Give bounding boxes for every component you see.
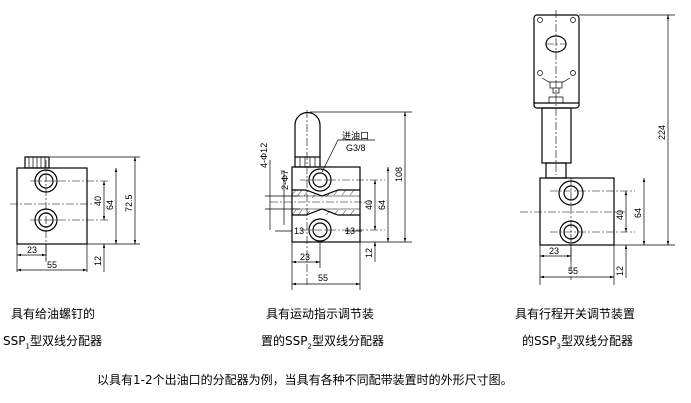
- dim-holes-b: 2-Φ7: [280, 170, 290, 190]
- caption-ssp2-line2: 置的SSP2型双线分配器: [261, 334, 384, 351]
- figure-ssp2: 进油口 G3/8 4-Φ12 2-Φ7 13 13 108 64 40 12 2…: [259, 110, 412, 290]
- dim-bottom: 12: [615, 266, 625, 276]
- caption-ssp1-line1: 具有给油螺钉的: [11, 307, 96, 321]
- caption-ssp2-line1: 具有运动指示调节装: [266, 307, 375, 321]
- inlet-label: 进油口: [342, 130, 369, 141]
- distributor-block: [16, 167, 88, 245]
- dim-hole-spacing: 40: [364, 200, 374, 210]
- figure-ssp1: 40 64 72.5 12 23 55: [10, 156, 140, 272]
- dim-bottom: 12: [93, 256, 103, 266]
- dim-height: 64: [105, 200, 115, 210]
- dim-total-height: 224: [657, 125, 667, 140]
- caption-ssp1-line2: SSP1型双线分配器: [3, 334, 102, 351]
- caption-ssp3-line1: 具有行程开关调节装置: [515, 307, 636, 321]
- figure-ssp3: 224 64 40 12 23 55: [520, 10, 675, 285]
- dim-hole-offset: 23: [300, 252, 310, 262]
- motion-indicator-pin: [294, 111, 321, 168]
- oil-screw-icon: [24, 156, 50, 169]
- dim-hole-spacing: 40: [615, 210, 625, 220]
- dim-total-height: 108: [394, 167, 404, 182]
- dim-hole-offset: 23: [549, 246, 559, 256]
- caption-ssp3-line2: 的SSP3型双线分配器: [522, 334, 633, 351]
- dim-channel-left: 13: [294, 226, 304, 236]
- dim-channel-right: 13: [345, 226, 355, 236]
- dim-height: 64: [633, 208, 643, 218]
- adjust-rod: [541, 107, 572, 164]
- dim-hole-spacing: 40: [93, 196, 103, 206]
- dim-width: 55: [47, 260, 57, 270]
- inlet-thread-label: G3/8: [346, 143, 366, 153]
- distributor-block: [291, 166, 361, 243]
- distributor-block: [539, 177, 615, 246]
- dim-width: 55: [568, 266, 578, 276]
- dim-width: 55: [318, 273, 328, 283]
- footer-caption: 以具有1-2个出油口的分配器为例，当具有各种不同配带装置时的外形尺寸图。: [97, 373, 513, 387]
- hatched-channel: [291, 189, 360, 216]
- dim-holes-a: 4-Φ12: [259, 143, 269, 168]
- dim-total-height: 72.5: [124, 194, 134, 212]
- dim-bottom: 12: [364, 248, 374, 258]
- travel-switch-box: [533, 14, 580, 109]
- dim-hole-offset: 23: [27, 245, 37, 255]
- dim-height: 64: [377, 200, 387, 210]
